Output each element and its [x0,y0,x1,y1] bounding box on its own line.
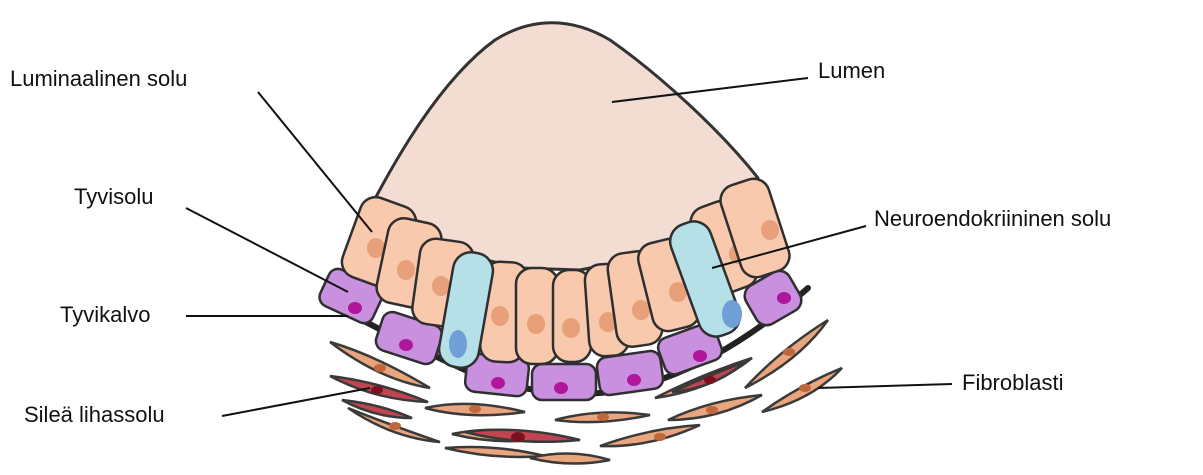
basal-nucleus [399,339,413,351]
fibroblast-nucleus [799,384,811,392]
luminal-nucleus [432,276,450,296]
fibroblast-nucleus [706,406,718,414]
luminal-nucleus [632,300,650,320]
fibroblast-nucleus [783,348,795,356]
label-basement-membrane: Tyvikalvo [60,304,150,326]
smooth-muscle-nucleus [704,376,716,384]
luminal-nucleus [761,220,779,240]
basal-nucleus [348,302,362,314]
label-luminal-cell: Luminaalinen solu [10,68,187,90]
neuroendocrine-nucleus [722,300,742,328]
label-smooth-muscle-cell: Sileä lihassolu [24,404,165,426]
fibroblast-nucleus [654,433,666,441]
fibroblast-cell [530,453,610,463]
leader-luminal [258,92,372,232]
smooth-muscle-nucleus [371,386,383,394]
smooth-muscle-nucleus [511,432,525,442]
leader-fibroblast [818,384,952,388]
fibroblast-cell [600,425,700,446]
fibroblast-nucleus [597,413,609,421]
basal-nucleus [777,292,791,304]
neuroendocrine-nucleus [449,330,467,358]
label-lumen: Lumen [818,60,885,82]
label-fibroblast: Fibroblasti [962,372,1063,394]
luminal-nucleus [397,260,415,280]
fibroblast-cell [445,447,545,457]
fibroblast-nucleus [389,422,401,430]
basal-nucleus [627,374,641,386]
luminal-nucleus [491,306,509,326]
basal-cell [532,364,596,400]
label-neuroendocrine-cell: Neuroendokriininen solu [874,208,1111,230]
fibroblast-nucleus [469,405,481,413]
basal-nucleus [693,350,707,362]
fibroblast-nucleus [374,364,386,372]
luminal-nucleus [527,314,545,334]
basal-nucleus [554,382,568,394]
luminal-nucleus [562,318,580,338]
leader-basal [186,208,348,292]
label-basal-cell: Tyvisolu [74,186,153,208]
basal-nucleus [491,377,505,389]
